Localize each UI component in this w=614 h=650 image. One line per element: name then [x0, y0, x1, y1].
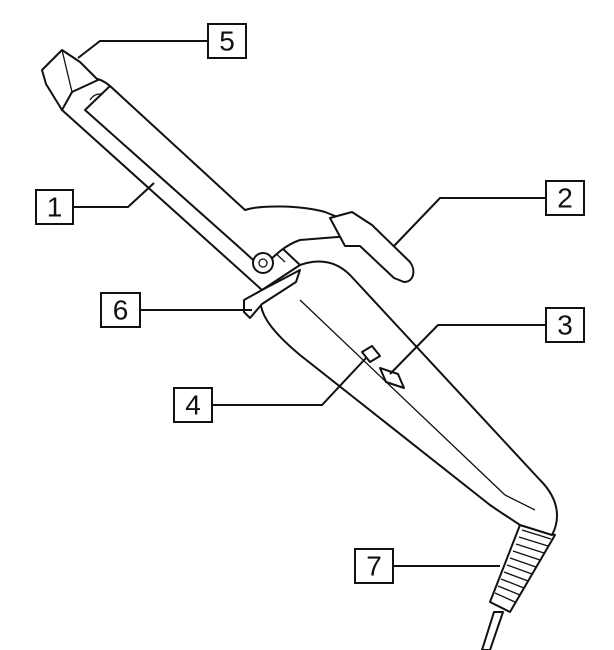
leader-1 [73, 182, 155, 208]
callout-1-label: 1 [47, 192, 63, 223]
callout-5-label: 5 [219, 26, 235, 57]
leader-5 [77, 40, 208, 59]
leader-2 [393, 197, 546, 247]
handle [259, 260, 558, 536]
callout-2: 2 [545, 180, 585, 216]
callout-6-label: 6 [113, 295, 129, 326]
callout-7: 7 [354, 548, 394, 584]
callout-3-label: 3 [557, 310, 573, 341]
callout-4: 4 [173, 387, 213, 423]
leader-4 [212, 357, 367, 406]
power-cord [481, 611, 504, 650]
clamp-lever [329, 211, 415, 283]
cool-tip [41, 49, 99, 111]
stand [243, 269, 301, 319]
power-switch [361, 345, 381, 363]
clamp-hinge [252, 252, 274, 274]
callout-5: 5 [207, 23, 247, 59]
callout-7-label: 7 [366, 551, 382, 582]
callout-1: 1 [35, 189, 74, 225]
callout-2-label: 2 [557, 183, 573, 214]
callout-3: 3 [545, 307, 585, 343]
leader-3 [389, 324, 546, 375]
cord-strain-relief [489, 524, 556, 613]
callout-4-label: 4 [185, 390, 201, 421]
callout-6: 6 [100, 292, 141, 328]
